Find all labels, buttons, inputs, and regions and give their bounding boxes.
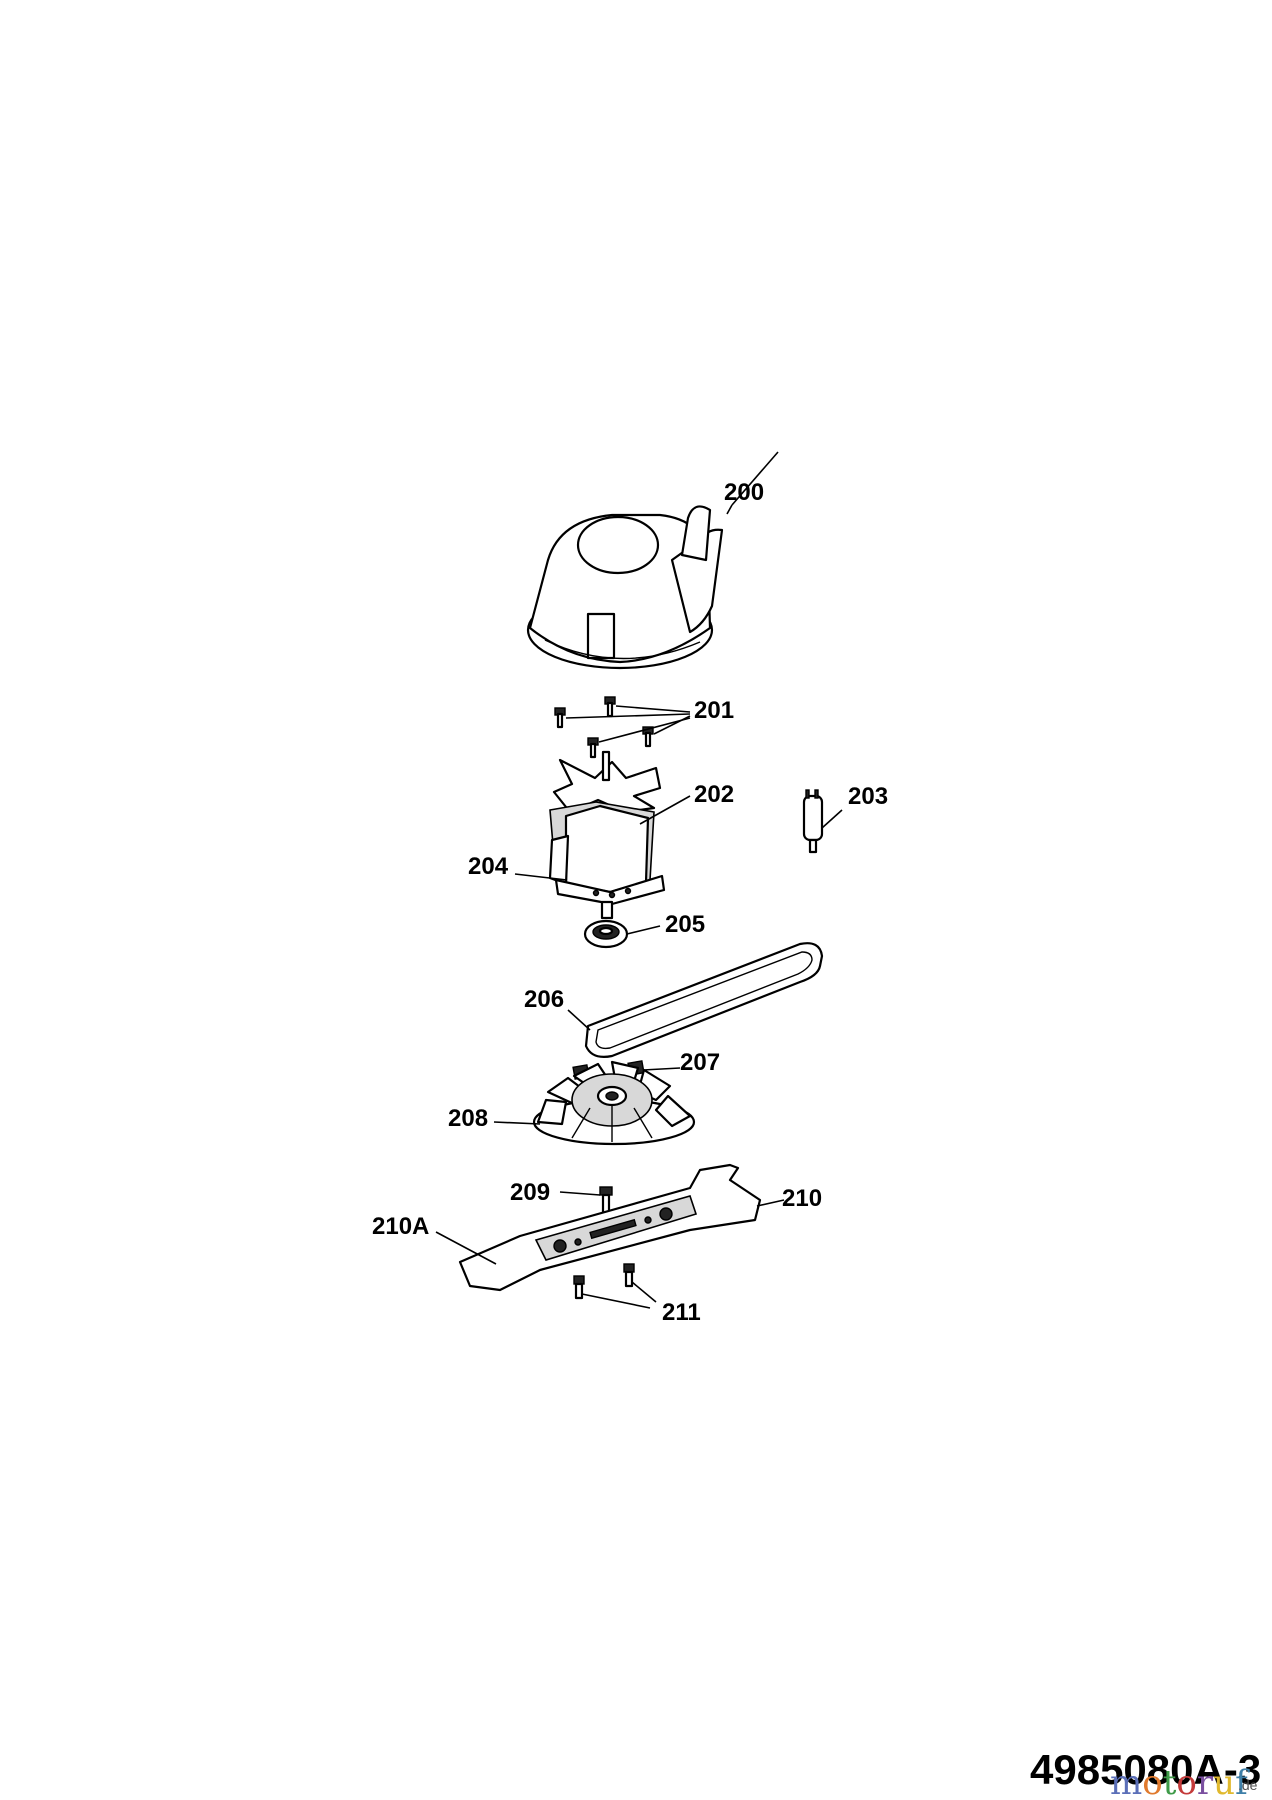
leader-202 xyxy=(639,795,691,825)
leader-206 xyxy=(567,1009,591,1031)
leader-200b xyxy=(731,451,779,506)
screws-211 xyxy=(573,1263,635,1300)
fan-impeller xyxy=(532,1060,696,1146)
leader-210A xyxy=(435,1231,497,1265)
screw-201-b xyxy=(554,707,566,729)
screws-201 xyxy=(554,696,654,759)
capacitor xyxy=(802,789,824,854)
watermark-letter: o xyxy=(1176,1763,1196,1800)
leader-211-b xyxy=(631,1281,657,1303)
label-209: 209 xyxy=(510,1179,550,1206)
leader-201-d xyxy=(598,717,691,743)
leader-203 xyxy=(821,809,843,829)
leader-201-b xyxy=(565,713,691,719)
bearing xyxy=(583,919,629,949)
label-207: 207 xyxy=(680,1049,720,1076)
screw-211-a xyxy=(573,1275,585,1300)
leader-207 xyxy=(642,1067,681,1071)
motor-housing-cover xyxy=(526,505,724,670)
watermark-letter: r xyxy=(1197,1763,1214,1800)
label-208: 208 xyxy=(448,1105,488,1132)
watermark-letter: t xyxy=(1163,1763,1177,1800)
label-204: 204 xyxy=(468,853,509,880)
label-203: 203 xyxy=(848,783,888,810)
watermark-letter: f xyxy=(1235,1763,1250,1800)
label-201: 201 xyxy=(694,697,734,724)
label-202: 202 xyxy=(694,781,734,808)
mower-blade xyxy=(458,1163,762,1292)
watermark-logo: motoruf .de xyxy=(1110,1763,1258,1800)
leader-210 xyxy=(756,1199,785,1207)
label-211: 211 xyxy=(662,1299,701,1326)
leader-205 xyxy=(626,925,661,935)
screw-201-d xyxy=(587,737,599,759)
label-205: 205 xyxy=(665,911,705,938)
watermark-letter: m xyxy=(1110,1763,1142,1800)
leader-208 xyxy=(493,1121,541,1125)
leader-200 xyxy=(726,504,733,515)
svg-text:motoruf: motoruf xyxy=(1110,1763,1250,1800)
label-206: 206 xyxy=(524,986,564,1013)
label-210A: 210A xyxy=(372,1213,429,1240)
leader-201-a xyxy=(615,705,691,713)
leader-211-a xyxy=(581,1293,651,1309)
part-labels: 200 201 202 203 204 205 206 207 208 209 … xyxy=(372,479,888,1326)
leader-lines xyxy=(435,451,843,1309)
label-200: 200 xyxy=(724,479,764,506)
watermark-letter: u xyxy=(1213,1763,1235,1800)
label-210: 210 xyxy=(782,1185,822,1212)
electric-motor xyxy=(548,750,666,920)
drive-belt xyxy=(584,942,824,1058)
watermark-suffix: .de xyxy=(1238,1777,1258,1793)
diagram-code: 4985080A-3 xyxy=(1030,1746,1261,1793)
screw-211-b xyxy=(623,1263,635,1288)
center-bolt xyxy=(599,1186,613,1215)
leader-209 xyxy=(559,1191,601,1196)
leader-204 xyxy=(514,873,568,881)
screw-201-a xyxy=(604,696,616,718)
watermark-letter: o xyxy=(1142,1763,1162,1800)
